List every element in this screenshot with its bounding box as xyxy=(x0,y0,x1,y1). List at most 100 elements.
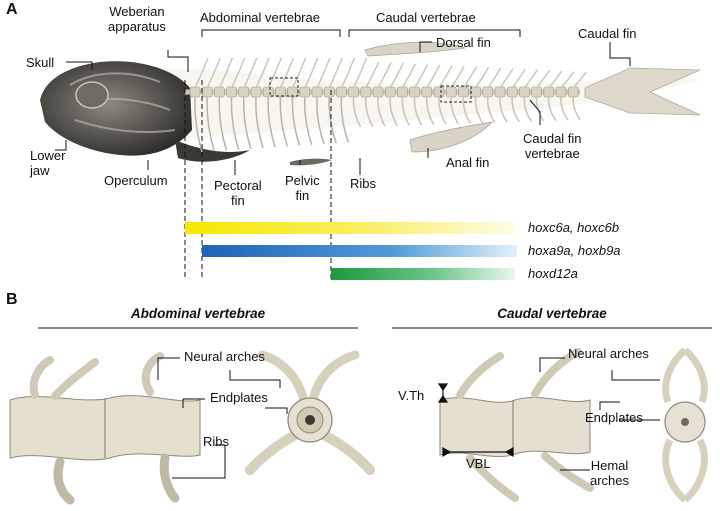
abdominal-vertebra-endview xyxy=(245,350,375,475)
vertebra xyxy=(470,86,481,98)
rib xyxy=(242,96,252,150)
rib xyxy=(560,96,569,121)
vertebra xyxy=(543,86,555,98)
rib xyxy=(572,96,581,121)
rib xyxy=(230,96,240,150)
vertebra xyxy=(226,86,237,98)
caudal-vertebrae-lateral xyxy=(439,348,594,502)
vertebra xyxy=(384,86,396,98)
neural-spine xyxy=(462,66,478,89)
rib xyxy=(413,96,423,126)
panel-b-letter: B xyxy=(6,291,18,308)
pectoral-fin-shape xyxy=(175,140,250,162)
neural-spine xyxy=(401,63,417,89)
neural-spine xyxy=(316,57,331,89)
neural-spine xyxy=(475,67,490,89)
vertebra xyxy=(433,86,445,98)
neural-spine xyxy=(206,57,221,89)
abdominal-vertebrae-lateral xyxy=(9,352,201,505)
vertebra xyxy=(348,86,359,98)
label-endplates-right: Endplates xyxy=(585,410,643,425)
label-hemal-arches: Hemal arches xyxy=(590,458,630,488)
vertebra xyxy=(567,86,579,98)
neural-spine xyxy=(572,71,587,89)
rib xyxy=(316,96,325,145)
vertebra xyxy=(482,86,494,98)
label-endplates-left: Endplates xyxy=(210,390,268,405)
gene-label-hoxc6: hoxc6a, hoxc6b xyxy=(528,220,620,235)
neural-spine xyxy=(523,69,538,89)
neural-spine xyxy=(560,71,575,89)
neural-spine xyxy=(194,57,209,89)
label-abdominal-vertebrae: Abdominal vertebrae xyxy=(200,10,320,25)
neural-spine xyxy=(365,61,380,89)
vertebra xyxy=(372,86,384,98)
vertebra xyxy=(519,86,530,98)
vertebra xyxy=(421,86,433,98)
vertebra xyxy=(299,86,311,98)
neural-spine xyxy=(255,57,270,89)
label-ribs-a: Ribs xyxy=(350,176,377,191)
label-pectoral-fin: Pectoral fin xyxy=(214,178,262,208)
vertebra xyxy=(397,86,408,98)
rib xyxy=(486,96,496,123)
label-anal-fin: Anal fin xyxy=(446,155,490,170)
rib xyxy=(206,96,215,152)
title-caudal-vertebrae: Caudal vertebrae xyxy=(497,306,607,321)
skull-shape xyxy=(40,61,192,156)
vertebra xyxy=(506,86,518,98)
vertebra xyxy=(445,86,457,98)
rib xyxy=(194,96,203,153)
neural-spine xyxy=(243,57,258,89)
rib xyxy=(255,96,264,149)
neural-spine xyxy=(340,57,356,89)
caudal-fin-shape xyxy=(584,67,701,116)
rib xyxy=(303,96,313,146)
neural-spine xyxy=(218,57,234,89)
rib xyxy=(511,96,520,123)
title-abdominal-vertebrae: Abdominal vertebrae xyxy=(130,306,266,321)
neural-spine xyxy=(438,65,453,89)
neural-spine xyxy=(548,70,563,89)
rib xyxy=(291,96,301,146)
gene-label-hoxa9: hoxa9a, hoxb9a xyxy=(528,243,621,258)
rib xyxy=(450,96,459,125)
vertebra xyxy=(409,86,420,98)
leader-lines-b xyxy=(157,357,660,479)
label-pelvic-fin: Pelvic fin xyxy=(285,173,320,203)
label-neural-arches-right: Neural arches xyxy=(568,346,649,361)
label-ribs-b: Ribs xyxy=(203,434,230,449)
vertebra xyxy=(214,86,225,98)
label-weberian-apparatus: Weberian apparatus xyxy=(108,4,166,34)
neural-spine xyxy=(389,62,404,89)
gene-bar-hoxa9 xyxy=(202,245,517,257)
label-vth: V.Th xyxy=(398,388,425,403)
rib xyxy=(328,96,337,144)
gene-bar-hoxc6 xyxy=(185,222,515,234)
rib xyxy=(364,96,374,127)
neural-spine xyxy=(291,57,307,89)
vertebra xyxy=(250,86,262,98)
rib xyxy=(474,96,484,124)
label-operculum: Operculum xyxy=(104,173,168,188)
neural-spine xyxy=(426,64,441,89)
abdominal-highlight-box xyxy=(269,77,299,97)
gene-label-hoxd12: hoxd12a xyxy=(528,266,578,281)
rib xyxy=(499,96,508,123)
label-caudal-vertebrae: Caudal vertebrae xyxy=(376,10,476,25)
label-caudal-fin: Caudal fin xyxy=(578,26,637,41)
rib xyxy=(389,96,398,127)
neural-spine xyxy=(377,62,392,89)
pelvic-fin-shape xyxy=(290,158,332,166)
vertebra xyxy=(189,86,201,98)
rib xyxy=(340,96,350,143)
neural-spine xyxy=(413,64,429,89)
leader-lines-a xyxy=(55,41,631,175)
neural-spine xyxy=(352,57,368,89)
rib xyxy=(523,96,533,122)
anal-fin-shape xyxy=(409,121,494,153)
eye-orbit xyxy=(75,81,109,109)
measure-arrows xyxy=(437,383,514,458)
vertebra xyxy=(360,86,372,98)
